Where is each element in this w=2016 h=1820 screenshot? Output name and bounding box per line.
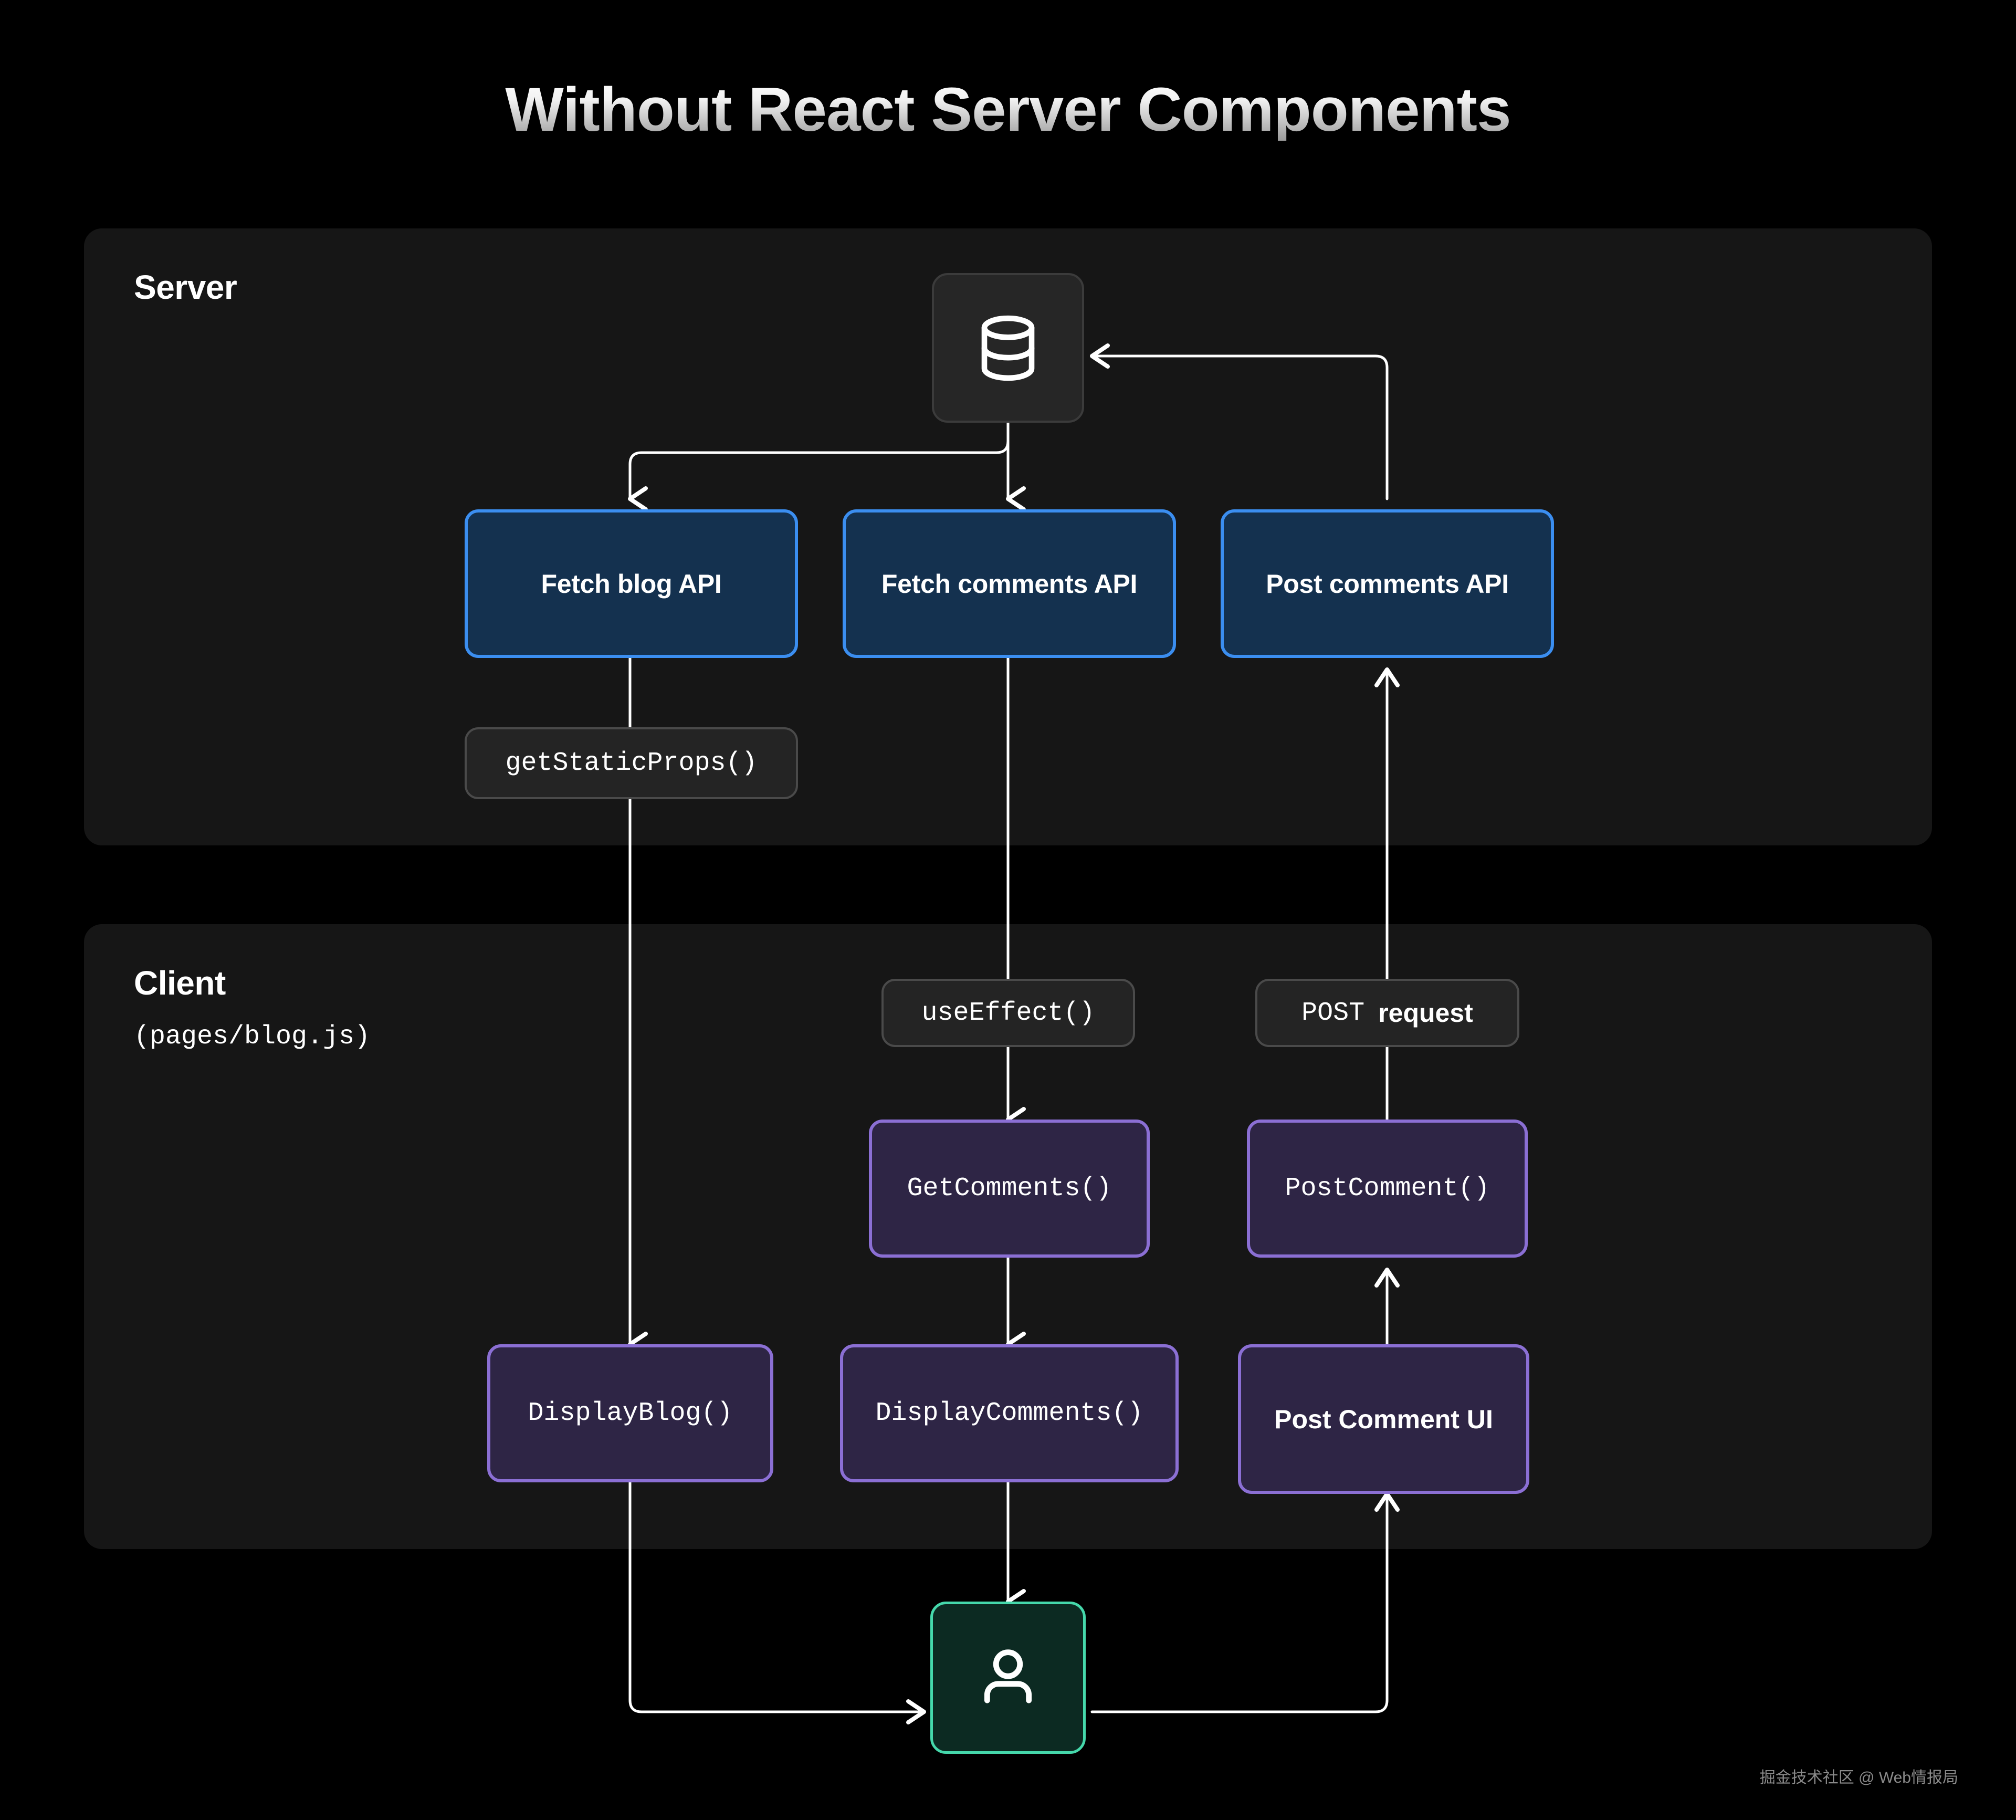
database-icon [981,315,1035,381]
watermark: 掘金技术社区 @ Web情报局 [1759,1769,1958,1786]
post-request-pill[interactable]: POST request [1255,979,1519,1047]
display-blog-label: DisplayBlog() [528,1398,733,1428]
get-comments-node[interactable]: GetComments() [869,1120,1150,1258]
fetch-blog-api-label: Fetch blog API [541,569,722,599]
get-static-props-label: getStaticProps() [505,748,758,778]
get-comments-label: GetComments() [907,1174,1112,1204]
display-comments-label: DisplayComments() [875,1398,1143,1428]
client-panel-title: Client [134,964,226,1002]
post-comment-ui-node[interactable]: Post Comment UI [1238,1344,1529,1494]
get-static-props-pill[interactable]: getStaticProps() [465,727,798,799]
post-comments-api-label: Post comments API [1266,569,1509,599]
fetch-comments-api-label: Fetch comments API [881,569,1138,599]
fetch-blog-api-node[interactable]: Fetch blog API [465,509,798,658]
page-title: Without React Server Components [0,79,2016,141]
post-comment-node[interactable]: PostComment() [1247,1120,1528,1258]
server-panel-title: Server [134,268,237,306]
database-node[interactable] [932,273,1084,423]
user-node[interactable] [930,1602,1086,1754]
user-icon [984,1649,1032,1703]
post-request-word: request [1378,998,1473,1028]
use-effect-pill[interactable]: useEffect() [881,979,1135,1047]
fetch-comments-api-node[interactable]: Fetch comments API [843,509,1176,658]
post-comment-ui-label: Post Comment UI [1274,1404,1493,1434]
client-panel-subtitle: (pages/blog.js) [134,1022,371,1052]
use-effect-label: useEffect() [921,998,1095,1028]
post-comment-label: PostComment() [1285,1174,1490,1204]
display-blog-node[interactable]: DisplayBlog() [487,1344,773,1482]
post-comments-api-node[interactable]: Post comments API [1221,509,1554,658]
post-request-method: POST [1301,998,1365,1028]
display-comments-node[interactable]: DisplayComments() [840,1344,1179,1482]
